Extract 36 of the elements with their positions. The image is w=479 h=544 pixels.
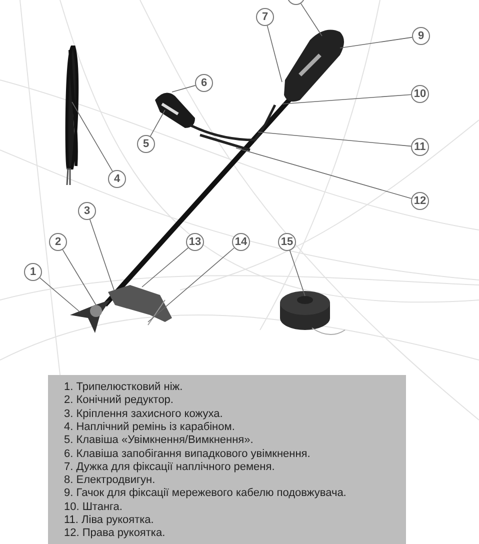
parts-list-item: 1. Трипелюстковий ніж.	[64, 381, 183, 393]
parts-list-item: 9. Гачок для фіксації мережевого кабелю подовжувача.	[64, 487, 346, 500]
leader-line	[72, 102, 113, 172]
leader-line	[39, 277, 80, 312]
trimmer-drawing	[70, 30, 344, 333]
parts-list-item: 7. Дужка для фіксації наплічного ременя.	[64, 460, 275, 473]
callout-number: 11	[411, 138, 429, 156]
parts-list-item: 4. Наплічний ремінь із карабіном.	[64, 420, 235, 433]
callout-number: 10	[411, 85, 429, 103]
leader-line	[282, 94, 412, 104]
leader-line	[62, 249, 96, 306]
callout-number: 7	[256, 8, 274, 26]
leader-line	[236, 148, 412, 199]
leader-line	[90, 219, 114, 290]
parts-list-item: 2. Конічний редуктор.	[64, 394, 174, 406]
leader-line	[258, 132, 412, 147]
parts-list-item: 5. Клавіша «Увімкнення/Вимкнення».	[64, 434, 254, 446]
callout-number: 2	[49, 233, 67, 251]
parts-list-item: 8. Електродвигун.	[64, 474, 156, 486]
leader-line	[300, 3, 322, 36]
parts-list-item: 10. Штанга.	[64, 500, 122, 513]
leader-line	[142, 247, 189, 288]
leader-line	[266, 25, 282, 82]
leader-line	[150, 110, 166, 137]
callout-number: 9	[412, 27, 430, 45]
callout-number: 1	[24, 263, 42, 281]
leader-line	[172, 85, 196, 92]
leader-line	[289, 250, 306, 296]
callout-number: 12	[411, 192, 429, 210]
parts-list-item: 11. Ліва рукоятка.	[64, 514, 154, 526]
leader-line	[340, 36, 412, 48]
parts-list-item: 6. Клавіша запобігання випадкового увімкнення.	[64, 448, 310, 460]
leader-line	[148, 247, 235, 322]
shoulder-strap-drawing	[65, 46, 79, 186]
parts-list-item: 12. Права рукоятка.	[64, 527, 166, 540]
parts-list-item: 3. Кріплення захисного кожуха.	[64, 408, 223, 420]
